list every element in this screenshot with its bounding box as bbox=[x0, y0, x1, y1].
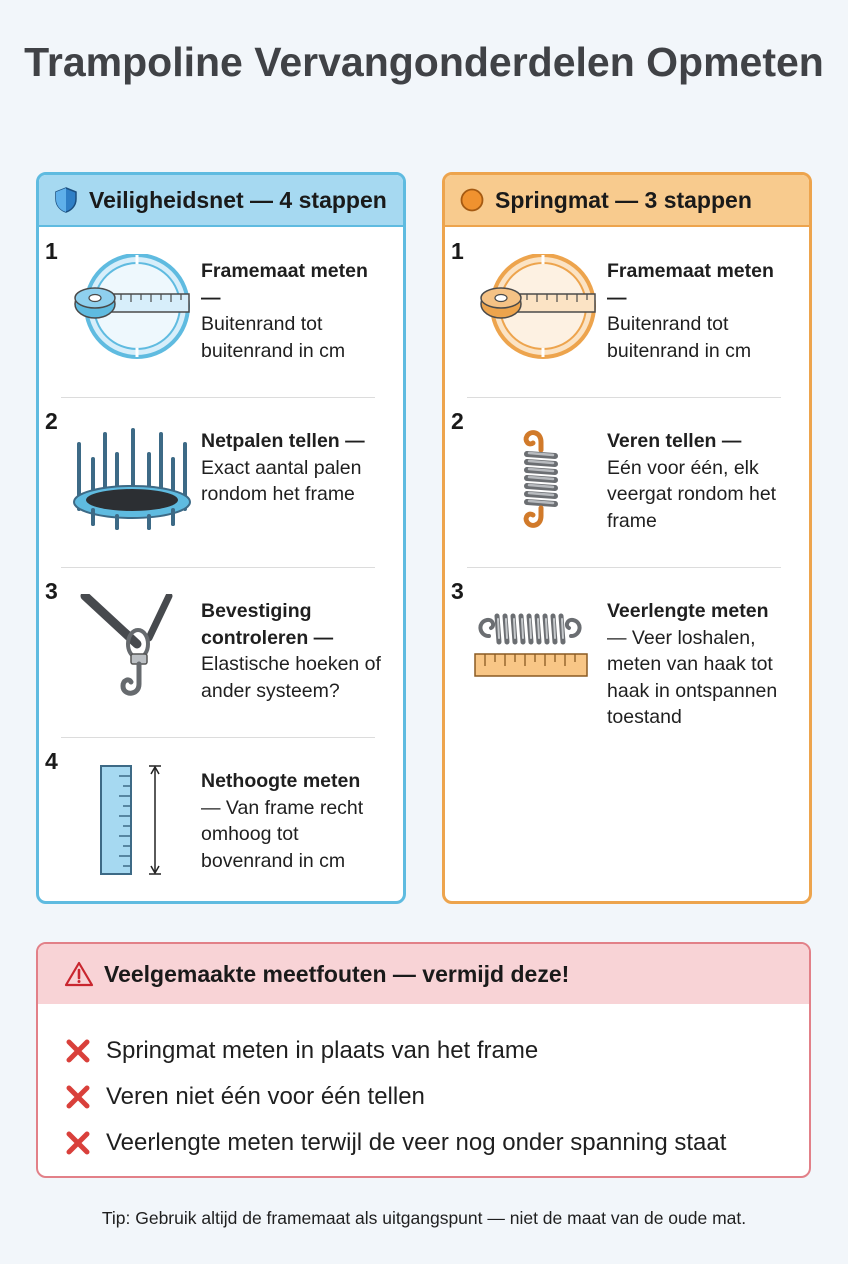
tip-text: Tip: Gebruik altijd de framemaat als uit… bbox=[101, 1208, 747, 1228]
step-number: 1 bbox=[451, 238, 464, 264]
hook-strap-icon bbox=[80, 594, 173, 696]
step-divider bbox=[61, 397, 375, 398]
shield-icon bbox=[55, 187, 77, 213]
page-title: Trampoline Vervangonderdelen Opmeten bbox=[24, 39, 824, 85]
step-text: Bevestiging controleren —Elastische hoek… bbox=[201, 600, 381, 702]
step-number: 3 bbox=[451, 578, 464, 604]
safety-net-heading: Veiligheidsnet — 4 stappen bbox=[89, 186, 387, 213]
step-text: Veerlengte meten— Veer loshalen, meten v… bbox=[607, 600, 778, 728]
cross-icon bbox=[66, 1085, 90, 1109]
step-divider bbox=[467, 397, 781, 398]
step-text: Framemaat meten —Buitenrand tot buitenra… bbox=[607, 260, 774, 362]
cross-icon bbox=[66, 1131, 90, 1155]
warning-icon bbox=[64, 961, 94, 987]
mistakes-list: Springmat meten in plaats van het frame … bbox=[64, 1028, 726, 1166]
safety-net-panel: Veiligheidsnet — 4 stappen 1 Framemaat m… bbox=[36, 172, 406, 904]
step-text: Framemaat meten —Buitenrand tot buitenra… bbox=[201, 260, 368, 362]
common-mistakes-heading: Veelgemaakte meetfouten — vermijd deze! bbox=[104, 960, 570, 987]
jumping-mat-panel-header: Springmat — 3 stappen bbox=[445, 175, 809, 227]
jumping-mat-panel: Springmat — 3 stappen 1 Framemaat meten … bbox=[442, 172, 812, 904]
step-number: 2 bbox=[45, 408, 58, 434]
step-number: 3 bbox=[45, 578, 58, 604]
step-divider bbox=[61, 567, 375, 568]
common-mistakes-box: Veelgemaakte meetfouten — vermijd deze! … bbox=[36, 942, 811, 1178]
step-divider bbox=[61, 737, 375, 738]
height-ruler-icon bbox=[100, 765, 161, 875]
list-item: Veren niet één voor één tellen bbox=[64, 1074, 726, 1120]
safety-net-panel-header: Veiligheidsnet — 4 stappen bbox=[39, 175, 403, 227]
step-text: Veren tellen —Eén voor één, elk veergat … bbox=[607, 430, 777, 532]
step-text: Netpalen tellen —Exact aantal palen rond… bbox=[201, 430, 365, 505]
trampoline-poles-icon bbox=[73, 428, 191, 530]
step-number: 4 bbox=[45, 748, 58, 774]
measuring-tape-frame-icon bbox=[74, 254, 190, 359]
circle-icon bbox=[460, 188, 484, 212]
step-number: 2 bbox=[451, 408, 464, 434]
step-number: 1 bbox=[45, 238, 58, 264]
spring-ruler-icon bbox=[474, 613, 588, 677]
step-text: Nethoogte meten— Van frame recht omhoog … bbox=[201, 770, 364, 872]
spring-icon bbox=[523, 430, 558, 528]
jumping-mat-heading: Springmat — 3 stappen bbox=[495, 186, 752, 213]
list-item: Veerlengte meten terwijl de veer nog ond… bbox=[64, 1120, 726, 1166]
common-mistakes-header: Veelgemaakte meetfouten — vermijd deze! bbox=[38, 944, 809, 1004]
step-divider bbox=[467, 567, 781, 568]
list-item: Springmat meten in plaats van het frame bbox=[64, 1028, 726, 1074]
cross-icon bbox=[66, 1039, 90, 1063]
measuring-tape-frame-icon bbox=[480, 254, 596, 359]
